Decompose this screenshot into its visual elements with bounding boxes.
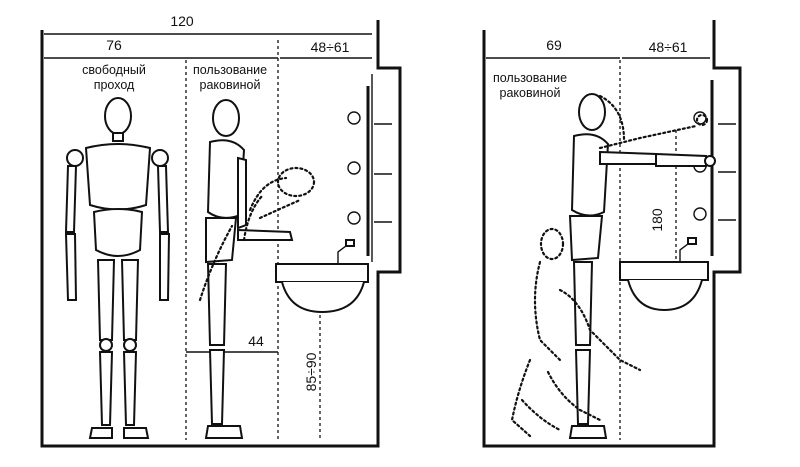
- right-panel: 69 48÷61 пользование раковиной 180: [482, 20, 742, 448]
- left-dim-free: 76: [106, 37, 122, 53]
- left-panel: 120 76 48÷61 свободный проход пользовани…: [40, 13, 402, 448]
- right-ghost-figures: [510, 94, 709, 438]
- left-room-wall: [40, 20, 402, 448]
- left-dim-sink-zone: 48÷61: [311, 39, 350, 55]
- left-light-3: [347, 211, 361, 225]
- left-figure-side: [204, 99, 294, 439]
- left-dim-total: 120: [170, 13, 194, 29]
- right-dim-sink-zone: 48÷61: [649, 39, 688, 55]
- left-dim-reach: 44: [248, 333, 264, 349]
- right-dim-height: 180: [649, 208, 665, 232]
- right-label-use-1: пользование: [493, 71, 567, 85]
- right-light-3: [693, 207, 707, 221]
- right-room-wall: [482, 20, 742, 448]
- left-ghost-figure: [198, 166, 316, 302]
- left-label-free-2: проход: [94, 78, 135, 92]
- left-light-1: [347, 111, 361, 125]
- left-label-use-1: пользование: [193, 63, 267, 77]
- left-dim-sink-height: 85÷90: [303, 352, 319, 391]
- right-sink: [619, 237, 709, 312]
- left-light-2: [347, 161, 361, 175]
- left-sink: [275, 239, 369, 314]
- left-label-use-2: раковиной: [200, 78, 261, 92]
- left-mirror-cabinet: [347, 86, 392, 256]
- right-label-use-2: раковиной: [500, 86, 561, 100]
- right-dim-width: 69: [546, 37, 562, 53]
- left-figure-front: [64, 97, 171, 439]
- right-mirror-cabinet: [693, 80, 736, 256]
- right-light-1: [693, 111, 707, 125]
- left-label-free-1: свободный: [82, 63, 146, 77]
